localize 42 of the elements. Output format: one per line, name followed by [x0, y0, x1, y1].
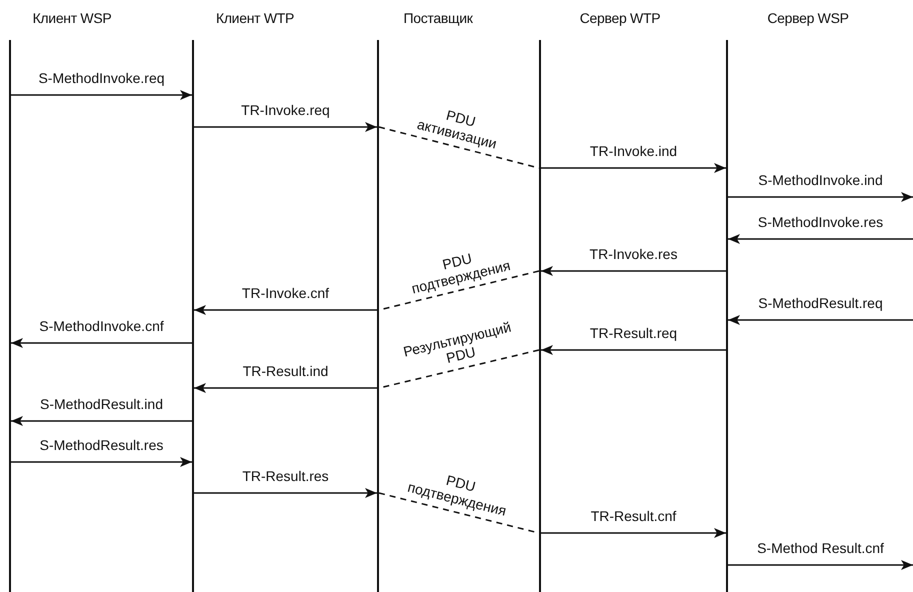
column-header: Клиент WTP: [216, 10, 294, 26]
arrow: [194, 383, 377, 393]
edge-label: S-MethodResult.ind: [40, 396, 163, 412]
edge-label: TR-Invoke.ind: [590, 143, 678, 159]
edge-label: TR-Invoke.res: [590, 246, 678, 262]
edge-label: S-MethodResult.req: [758, 295, 883, 311]
arrow: [541, 163, 726, 173]
edge-label: TR-Result.req: [590, 325, 678, 341]
arrow: [194, 122, 377, 132]
edge-label: S-MethodInvoke.res: [758, 214, 884, 230]
edge-label: S-MethodInvoke.cnf: [39, 318, 164, 334]
arrow: [728, 560, 913, 570]
lifeline: [726, 40, 728, 592]
column-header: Поставщик: [403, 10, 473, 26]
column-header: Сервер WSP: [767, 10, 849, 26]
arrow: [541, 528, 726, 538]
arrow: [541, 266, 726, 276]
edge-label: TR-Invoke.cnf: [242, 285, 330, 301]
column-header: Клиент WSP: [32, 10, 112, 26]
arrow: [541, 345, 726, 355]
arrow: [11, 338, 192, 348]
lifeline: [539, 40, 541, 592]
arrow: [728, 315, 913, 325]
lifeline: [192, 40, 194, 592]
edge-label: S-MethodInvoke.ind: [758, 172, 883, 188]
lifeline: [377, 40, 379, 592]
arrow: [728, 192, 913, 202]
edge-label: TR-Result.ind: [242, 363, 328, 379]
arrow: [11, 90, 192, 100]
arrow: [728, 234, 913, 244]
arrow: [194, 305, 377, 315]
edge-label: TR-Result.cnf: [590, 508, 676, 524]
edge-label: S-MethodResult.res: [40, 437, 164, 453]
edge-label: TR-Invoke.req: [241, 102, 330, 118]
lifeline: [9, 40, 11, 592]
arrow: [11, 457, 192, 467]
edge-label: TR-Result.res: [242, 468, 329, 484]
arrow: [194, 488, 377, 498]
column-header: Сервер WTP: [580, 10, 660, 26]
edge-label: S-MethodInvoke.req: [38, 70, 165, 86]
edge-label: S-Method Result.cnf: [757, 540, 884, 556]
arrow: [11, 416, 192, 426]
